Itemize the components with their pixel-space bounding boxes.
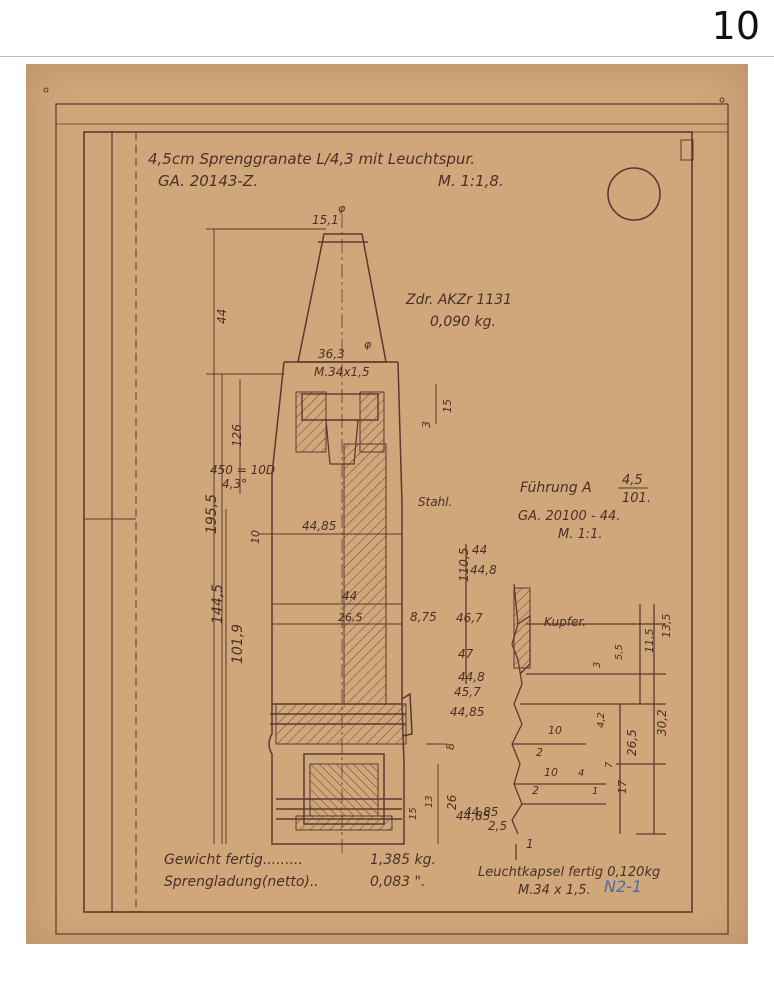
stamp-circle (607, 167, 661, 221)
outer-border (55, 103, 729, 935)
band-profile (465, 544, 666, 860)
weight-total-value: 1,385 kg. (370, 852, 436, 868)
dim-wall: 8,75 (410, 610, 437, 624)
dim-4485a: 44,85 (302, 519, 336, 533)
band-d47: 47 (458, 647, 474, 661)
technical-drawing: 4,5cm Sprenggranate L/4,3 mit Leuchtspur… (43, 87, 729, 935)
band-d448b: 44,8 (458, 670, 485, 684)
band-d44: 44 (472, 543, 487, 557)
band-material: Kupfer. (544, 615, 586, 629)
band-l3: 3 (592, 662, 603, 668)
band-drawing-number: GA. 20100 - 44. (518, 509, 620, 524)
band-fraction-num: 4,5 (622, 473, 643, 488)
dim-26: 26 (445, 794, 459, 810)
band-fraction-den: 101. (622, 491, 651, 506)
dim-44: 44 (342, 589, 357, 603)
band-d457: 45,7 (454, 685, 481, 699)
drawing-scale: M. 1:1,8. (438, 172, 504, 190)
dim-44: 44 (215, 309, 229, 324)
band-d448: 44,8 (470, 563, 497, 577)
band-d4485: 44,85 (450, 705, 484, 719)
dim-mid-dia: 36,3 (318, 347, 345, 361)
page-number: 10 (711, 4, 760, 48)
band-l2b: 2 (532, 784, 539, 797)
tracer-hatch (309, 763, 379, 817)
band-l4: 4 (578, 768, 584, 779)
band-l135: 13,5 (660, 614, 673, 639)
body-wall-hatch (343, 443, 387, 705)
drawing-sheet: 4,5cm Sprenggranate L/4,3 mit Leuchtspur… (26, 64, 748, 944)
dim-thread: M.34x1,5 (314, 365, 370, 379)
band-d467: 46,7 (456, 611, 483, 625)
weight-charge-value: 0,083 ". (370, 874, 425, 890)
handwritten-mark: N2-1 (604, 877, 642, 896)
dim-4485b: 44,85 (456, 809, 490, 823)
fuze-name: Zdr. AKZr 1131 (405, 292, 512, 308)
tracer-thread: M.34 x 1,5. (518, 883, 591, 898)
dim-13: 13 (424, 795, 435, 808)
dim-nose-dia: 15,1 (312, 213, 339, 227)
dim-nose-dia-sym: φ (338, 202, 346, 215)
dim-1955: 195,5 (204, 494, 220, 534)
band-l17: 17 (616, 780, 629, 794)
band-l1105: 110,5 (457, 548, 471, 582)
band-l10a: 10 (548, 724, 562, 737)
band-l2a: 2 (536, 746, 543, 759)
dim-cav-dia: 26,5 (338, 611, 363, 624)
drawing-title: 4,5cm Sprenggranate L/4,3 mit Leuchtspur… (148, 150, 475, 168)
dim-8: 8 (444, 743, 457, 750)
band-l7: 7 (604, 761, 615, 768)
dim-10: 10 (249, 530, 262, 544)
drawing-number: GA. 20143-Z. (158, 172, 258, 190)
band-l115: 11,5 (643, 629, 656, 654)
top-rule (0, 56, 774, 57)
inner-border (83, 131, 693, 913)
weight-total-label: Gewicht fertig......... (164, 852, 303, 868)
dim-15b: 15 (408, 807, 419, 820)
band-scale: M. 1:1. (558, 527, 603, 542)
projectile-outline (268, 233, 413, 845)
band-l10b: 10 (544, 766, 558, 779)
band-d4485c: 44,85 (464, 805, 498, 819)
dim-radius: 450 = 10D (210, 463, 275, 477)
weight-charge-label: Sprengladung(netto).. (164, 874, 319, 890)
fuze-seat-wall-left (295, 391, 327, 453)
base-hatch (275, 703, 407, 745)
band-l302: 30,2 (655, 709, 669, 736)
dim-3: 3 (420, 421, 433, 428)
dim-1019: 101,9 (230, 624, 246, 664)
dim-126: 126 (230, 424, 244, 447)
material-label: Stahl. (418, 495, 452, 509)
band-l55: 5,5 (614, 644, 625, 660)
dim-angle: 4,3° (222, 477, 247, 491)
dim-15: 15 (441, 399, 454, 413)
band-l265: 26,5 (625, 729, 639, 756)
band-l1: 1 (592, 786, 598, 797)
band-title: Führung A (520, 480, 592, 496)
band-l25: 2,5 (488, 819, 507, 833)
band-copper-hatch (513, 587, 531, 669)
band-l1b: 1 (526, 837, 534, 851)
band-l42: 4,2 (596, 712, 607, 728)
tracer-label: Leuchtkapsel fertig 0,120kg (478, 865, 660, 880)
dim-mid-dia-sym: φ (364, 338, 372, 351)
fuze-seat-wall-right (359, 391, 385, 453)
dim-1445: 144,5 (210, 584, 226, 624)
fuze-weight: 0,090 kg. (430, 314, 496, 330)
